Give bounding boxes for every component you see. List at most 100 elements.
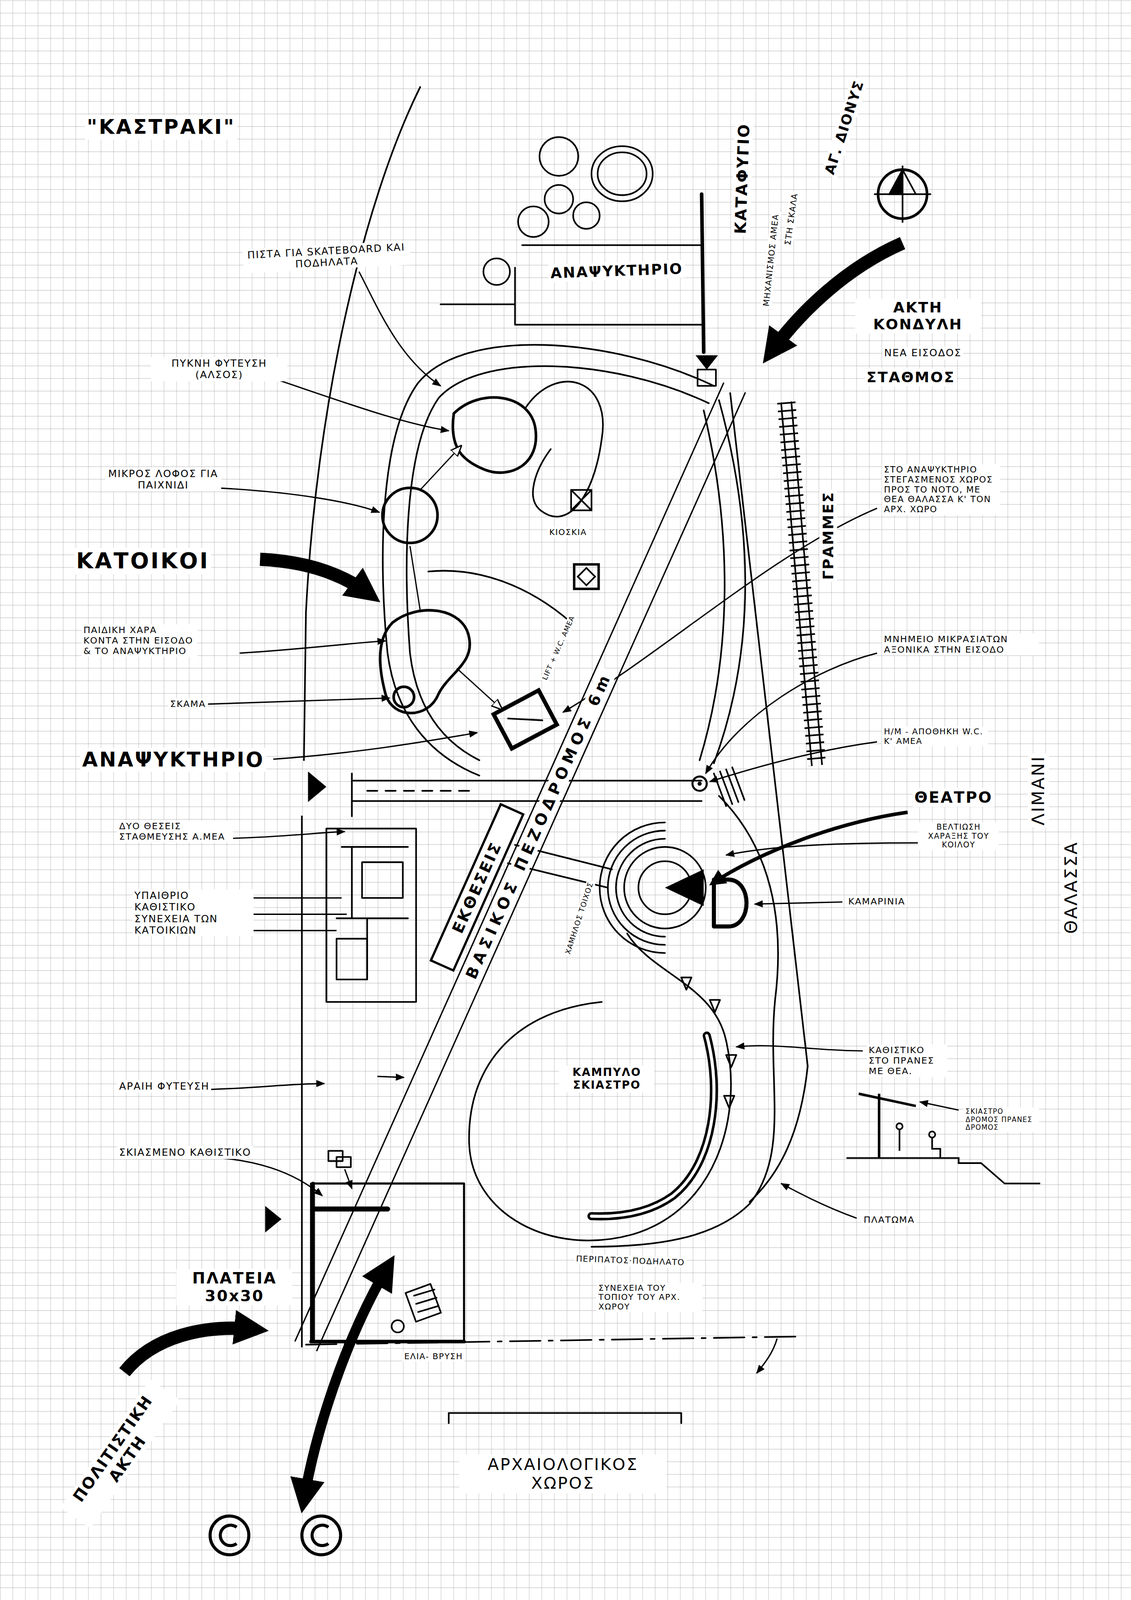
leader-lines — [711, 812, 908, 884]
site-lines — [591, 1035, 714, 1217]
plan-label: ΘΕΑΤΡΟ — [912, 788, 995, 807]
plan-label: ΠΥΚΝΗ ΦΥΤΕΥΣΗ (ΑΛΣΟΣ) — [150, 357, 288, 382]
kiosks-and-buildings — [493, 690, 557, 749]
leader-lines — [195, 1156, 322, 1196]
site-lines — [699, 399, 746, 763]
site-lines — [391, 1319, 405, 1333]
playground — [379, 397, 536, 714]
leader-lines — [193, 271, 959, 1374]
plan-label: ΚΑΘΙΣΤΙΚΟ ΣΤΟ ΠΡΑΝΕΣ ΜΕ ΘΕΑ. — [866, 1044, 948, 1077]
copyright-marks — [220, 1525, 237, 1546]
section-sketch — [898, 1129, 901, 1151]
leader-lines — [726, 842, 918, 856]
leader-lines — [358, 271, 441, 386]
section-sketch — [932, 1137, 941, 1158]
copyright-marks — [210, 1515, 250, 1555]
kiosks-and-buildings — [577, 567, 596, 586]
plan-label: ΠΑΙΔΙΚΗ ΧΑΡΑ ΚΟΝΤΑ ΣΤΗΝ ΕΙΣΟΔΟ & ΤΟ ΑΝΑΨ… — [81, 624, 198, 657]
site-lines — [336, 846, 409, 980]
plan-label: ΠΛΑΤΕΙΑ 30x30 — [176, 1268, 293, 1306]
trees — [483, 258, 510, 286]
playground — [379, 610, 470, 713]
section-sketch — [858, 1093, 916, 1158]
site-lines — [414, 1289, 439, 1312]
access-arrows — [771, 243, 903, 353]
site-lines — [336, 1156, 351, 1168]
leader-lines — [709, 741, 877, 782]
filled-symbols — [664, 869, 704, 907]
site-lines — [591, 1035, 714, 1217]
site-lines — [311, 1183, 464, 1342]
plan-label: ΚΙΟΣΚΙΑ — [547, 527, 589, 538]
kiosks-and-buildings — [570, 489, 592, 511]
filled-symbols — [697, 781, 702, 786]
site-lines — [405, 1283, 441, 1322]
site-lines — [406, 366, 709, 761]
playground — [409, 446, 502, 710]
trees — [544, 185, 574, 214]
plan-label: ΕΛΙΑ- ΒΡΥΣΗ — [402, 1351, 465, 1362]
leader-lines — [756, 1338, 778, 1374]
trees — [518, 206, 549, 238]
filled-symbols — [695, 355, 718, 370]
leader-lines — [273, 732, 478, 759]
plan-title: "ΚΑΣΤΡΑΚΙ" — [84, 115, 238, 140]
filled-symbols — [264, 1205, 282, 1233]
north-symbol — [873, 165, 931, 223]
filled-symbols — [264, 355, 718, 1233]
site-lines — [440, 244, 704, 325]
access-arrows — [303, 1266, 388, 1500]
leader-lines — [919, 1101, 959, 1111]
plan-label: ΣΚΑΜΑ — [168, 698, 208, 710]
trees — [597, 152, 647, 196]
site-lines — [730, 393, 808, 1202]
site-lines — [781, 402, 822, 766]
kiosks-and-buildings — [493, 489, 707, 791]
kiosks-and-buildings — [570, 489, 592, 511]
site-lines — [469, 933, 732, 1241]
site-lines — [328, 1150, 343, 1161]
site-lines — [352, 773, 702, 817]
plan-label: Η/Μ - ΑΠΟΘΗΚΗ W.C. Κ' ΑΜΕΑ — [881, 726, 988, 747]
plan-label: ΝΕΑ ΕΙΣΟΔΟΣ — [882, 346, 964, 359]
plan-label: ΚΑΜΑΡΙΝΙΑ — [846, 895, 908, 908]
copyright-marks — [301, 1515, 341, 1555]
plan-label: ΑΡΑΙΗ ΦΥΤΕΥΣΗ — [117, 1079, 212, 1093]
north-symbol — [873, 165, 931, 223]
site-lines — [599, 822, 665, 953]
plan-label: ΣΤΟ ΑΝΑΨΥΚΤΗΡΙΟ ΣΤΕΓΑΣΜΕΝΟΣ ΧΩΡΟΣ ΠΡΟΣ Τ… — [881, 464, 1000, 515]
copyright-marks — [311, 1525, 329, 1546]
leader-lines — [705, 653, 877, 774]
kiosks-and-buildings — [493, 690, 557, 749]
site-lines — [367, 789, 470, 792]
kiosks-and-buildings — [507, 704, 544, 735]
site-lines — [713, 879, 747, 927]
plan-label: ΥΠΑΙΘΡΙΟ ΚΑΘΙΣΤΙΚΟ ΣΥΝΕΧΕΙΑ ΤΩΝ ΚΑΤΟΙΚΙΩ… — [132, 889, 254, 937]
trees — [539, 136, 579, 176]
site-lines — [311, 1183, 464, 1342]
playground — [393, 686, 415, 708]
leader-lines — [193, 1083, 325, 1090]
plan-label: ΠΛΑΤΩΜΑ — [861, 1214, 917, 1226]
leader-lines — [781, 1183, 857, 1219]
site-lines — [362, 861, 403, 898]
site-lines — [786, 402, 817, 766]
site-lines — [382, 344, 714, 776]
section-sketch — [846, 1157, 1041, 1184]
leader-lines — [344, 1169, 353, 1189]
section-sketch — [846, 1093, 1041, 1184]
plan-label: ΛΙΜΑΝΙ — [1027, 753, 1049, 828]
access-arrows — [124, 1328, 255, 1372]
plan-label: ΜΙΚΡΟΣ ΛΟΦΟΣ ΓΙΑ ΠΑΙΧΝΙΔΙ — [105, 467, 222, 492]
site-lines — [301, 87, 822, 1423]
access-arrows — [259, 559, 369, 594]
access-arrows — [124, 243, 903, 1500]
trees — [591, 146, 653, 202]
plan-label: ΑΚΤΗ ΚΟΝΔΥΛΗ — [855, 298, 981, 334]
site-lines — [448, 1412, 682, 1423]
site-lines — [326, 828, 417, 1002]
plan-label: ΚΑΜΠΥΛΟ ΣΚΙΑΣΤΡΟ — [559, 1065, 655, 1092]
site-lines — [306, 1336, 801, 1345]
filled-symbols — [307, 771, 327, 802]
